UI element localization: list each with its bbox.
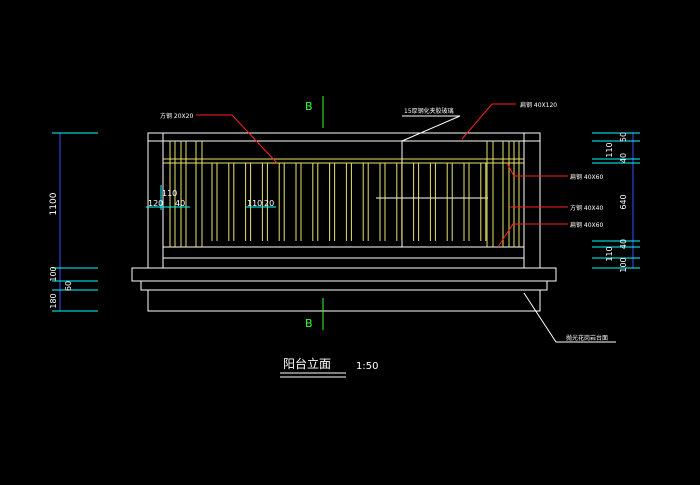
left-dimension: 1100 100 60 180 — [49, 132, 98, 312]
dim-right-640: 640 — [619, 194, 628, 209]
right-dimension: 50 110 40 640 40 110 100 — [592, 132, 640, 273]
dim-inner-40: 40 — [175, 199, 185, 208]
dim-inner-mid-110: 110 — [247, 199, 262, 208]
dim-right-110: 110 — [605, 142, 614, 157]
drawing-title-block: 阳台立面 1:50 — [280, 356, 378, 378]
leader-flat-steel-1 — [506, 162, 568, 177]
dim-left-60: 60 — [64, 281, 73, 291]
drawing-scale: 1:50 — [356, 361, 378, 372]
section-marker-top: B — [305, 100, 313, 113]
leader-flat-steel-2 — [497, 223, 568, 248]
callout-flat-steel-2: 扁钢 40X60 — [570, 221, 603, 229]
callout-countertop: 抛光花岗岩台面 — [566, 334, 608, 342]
leader-lines-white — [401, 115, 616, 343]
callout-top-note: 15厚钢化夹胶玻璃 — [404, 107, 454, 115]
inner-dimensions: 110 120 40 110 20 — [146, 185, 276, 210]
section-markers: B B — [305, 96, 324, 330]
countertop — [131, 267, 557, 282]
leader-countertop — [523, 292, 616, 343]
base-wall — [147, 289, 541, 312]
dim-left-100: 100 — [49, 266, 58, 281]
drawing-title: 阳台立面 — [283, 356, 331, 371]
callout-square-steel: 方钢 40X40 — [570, 204, 603, 212]
dim-inner-mid-20: 20 — [264, 199, 274, 208]
callout-flat-steel-1: 扁钢 40X60 — [570, 173, 603, 181]
leader-square-tube — [196, 114, 278, 164]
baluster-group — [211, 163, 487, 241]
leader-lines — [196, 103, 568, 248]
base-course — [140, 280, 548, 291]
dim-right-40: 40 — [619, 153, 628, 163]
dim-right-50: 50 — [619, 132, 628, 142]
rail-bars — [163, 141, 524, 247]
dim-inner-110: 110 — [162, 189, 177, 198]
dim-right-40b: 40 — [619, 239, 628, 249]
callout-flat-steel-top: 扁钢 40X120 — [520, 101, 557, 109]
dim-left-180: 180 — [49, 293, 58, 308]
callouts: 方钢 20X20 15厚钢化夹胶玻璃 扁钢 40X120 扁钢 40X60 方钢… — [160, 101, 608, 342]
leader-top-note — [401, 115, 461, 142]
callout-square-tube: 方钢 20X20 — [160, 112, 193, 120]
leader-flat-steel-top — [461, 103, 516, 140]
dim-left-1100: 1100 — [49, 192, 59, 215]
dim-inner-120: 120 — [148, 199, 163, 208]
dim-right-110b: 110 — [605, 246, 614, 261]
dim-right-100: 100 — [619, 257, 628, 272]
section-marker-bottom: B — [305, 317, 313, 330]
